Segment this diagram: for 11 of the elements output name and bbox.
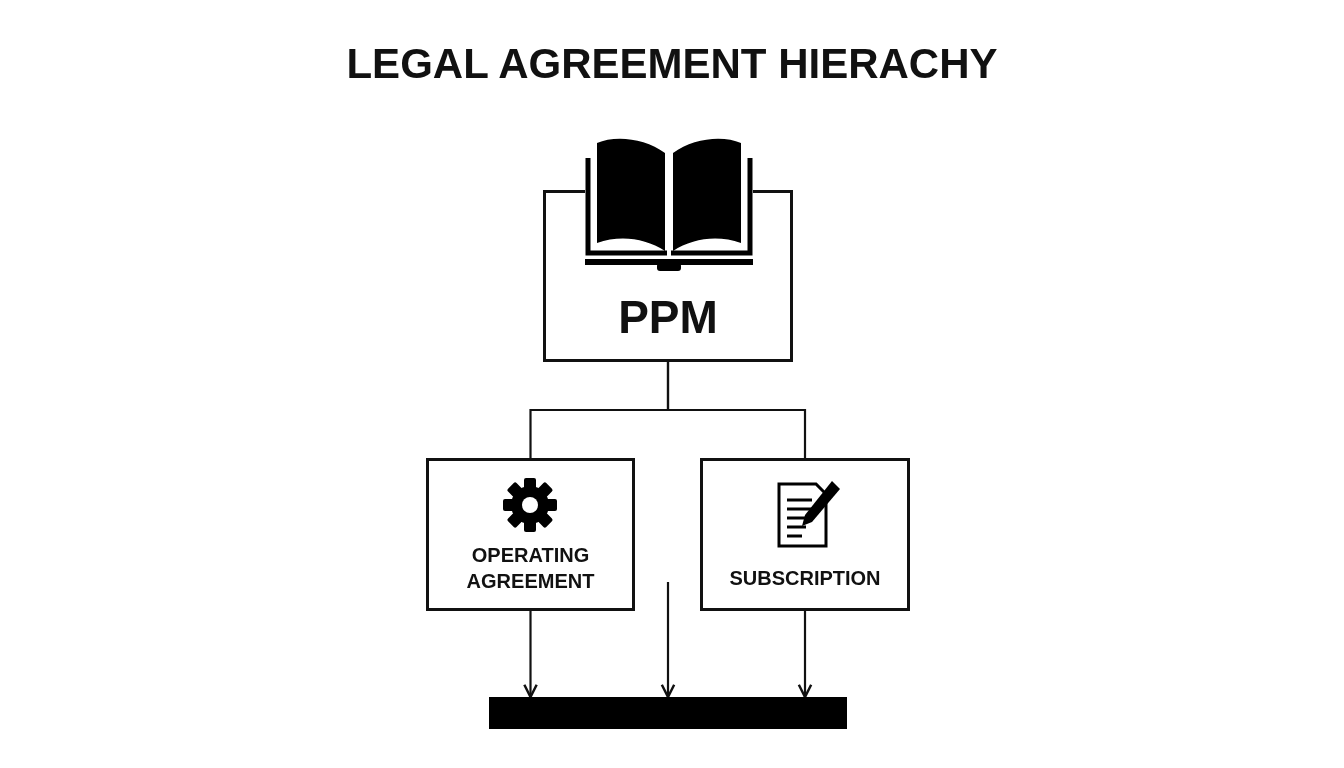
diagram-title: LEGAL AGREEMENT HIERACHY (345, 40, 999, 88)
base-bar (489, 697, 847, 729)
agreement-box (426, 458, 635, 611)
box-label: SUBSCRIPTION (728, 566, 882, 591)
connector-line (666, 362, 807, 458)
arrow (797, 611, 813, 699)
agreement-box (700, 458, 910, 611)
box-label: OPERATING AGREEMENT (465, 543, 596, 594)
arrow (660, 582, 676, 699)
arrow (523, 611, 538, 699)
box-label: PPM (617, 290, 719, 345)
